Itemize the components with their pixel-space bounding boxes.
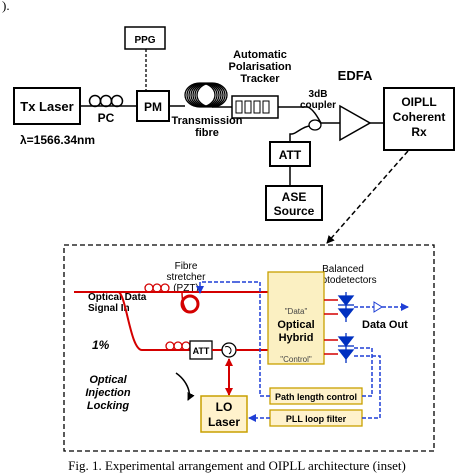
oil-label-1: Optical xyxy=(89,374,127,386)
tracker-label-1: Automatic xyxy=(233,49,287,61)
circulator-arrow-icon xyxy=(224,346,232,355)
data-out-amp-icon xyxy=(373,301,383,313)
hybrid-control-port-label: "Control" xyxy=(280,355,312,364)
lo-laser-label-2: Laser xyxy=(208,415,240,429)
balanced-pd-label-2: Photodetectors xyxy=(309,275,376,286)
edfa-amplifier-icon xyxy=(339,104,372,142)
oil-label-2: Injection xyxy=(85,387,131,399)
optical-data-label-2: Signal In xyxy=(88,303,130,314)
hybrid-title-1: Optical xyxy=(277,319,314,331)
coupler-label-1: 3dB xyxy=(309,89,328,100)
pd-to-pll-filter xyxy=(354,355,381,419)
wavelength-label: λ=1566.34nm xyxy=(20,133,95,147)
att-label: ATT xyxy=(279,148,302,162)
hybrid-output-lines xyxy=(324,299,338,355)
polarisation-controller-icon xyxy=(88,94,124,108)
lo-laser-box xyxy=(200,395,248,433)
one-percent-label: 1% xyxy=(92,338,110,352)
path-length-control-label: Path length control xyxy=(275,392,357,402)
signal-pc-loops-icon xyxy=(144,283,170,293)
photodetector-data-pair-icon xyxy=(337,292,355,322)
ase-source-box xyxy=(265,185,323,221)
pm-label: PM xyxy=(144,100,162,114)
ppg-label: PPG xyxy=(134,35,155,46)
tx-laser-label: Tx Laser xyxy=(20,99,73,114)
oipll-label-1: OIPLL xyxy=(401,95,436,109)
oil-label-3: Locking xyxy=(87,400,129,412)
pd-to-path-control xyxy=(354,347,373,397)
ase-label-1: ASE xyxy=(282,190,307,204)
optical-hybrid-box xyxy=(267,271,325,365)
photodetector-control-pair-icon xyxy=(337,333,355,363)
oipll-label-3: Rx xyxy=(411,125,427,139)
tracker-label-3: Tracker xyxy=(240,73,280,85)
path-control-feedback xyxy=(236,281,270,397)
fibre-stretcher-label-2: stretcher xyxy=(167,272,207,283)
optical-data-label-1: Optical Data xyxy=(88,292,147,303)
figure-caption: Fig. 1. Experimental arrangement and OIP… xyxy=(68,458,406,473)
oipll-rx-box xyxy=(383,87,455,151)
balanced-pd-label-1: Balanced xyxy=(322,264,364,275)
tap-pc-loops-icon xyxy=(165,341,191,351)
inset-frame xyxy=(63,244,435,452)
tracker-elements-icon xyxy=(235,100,270,114)
edfa-label: EDFA xyxy=(338,68,373,83)
lo-laser-label-1: LO xyxy=(216,400,233,414)
fibre-stretcher-label-1: Fibre xyxy=(175,261,198,272)
oipll-label-2: Coherent xyxy=(393,110,446,124)
fibre-stretcher-label-3: (PZT) xyxy=(173,283,199,294)
data-out-label: Data Out xyxy=(362,319,408,331)
tx-laser-box xyxy=(13,87,81,125)
pc-label: PC xyxy=(98,111,115,125)
hybrid-title-2: Hybrid xyxy=(279,332,314,344)
coupler-icon xyxy=(308,119,322,131)
transmission-fibre-label-2: fibre xyxy=(195,127,219,139)
tap-fibre-red xyxy=(117,291,143,351)
fibre-spool-icon xyxy=(184,82,228,108)
fibre-coupler-att xyxy=(289,125,310,142)
oil-arrow xyxy=(175,372,195,401)
fibre-coupler-edfa xyxy=(302,106,340,124)
circulator-icon xyxy=(221,342,237,358)
pzt-fibre-wind xyxy=(181,291,191,313)
ase-label-2: Source xyxy=(274,204,315,218)
ppg-box xyxy=(124,26,166,50)
coupler-label-2: coupler xyxy=(300,100,336,111)
inset-att-label: ATT xyxy=(193,346,210,356)
pll-loop-filter-label: PLL loop filter xyxy=(286,414,347,424)
transmission-fibre-label-1: Transmission xyxy=(172,115,243,127)
hybrid-data-port-label: "Data" xyxy=(285,307,308,316)
tracker-label-2: Polarisation xyxy=(229,61,292,73)
leading-text: ). xyxy=(2,0,10,13)
inset-pointer-arrow xyxy=(326,150,409,244)
att-box xyxy=(269,141,311,167)
